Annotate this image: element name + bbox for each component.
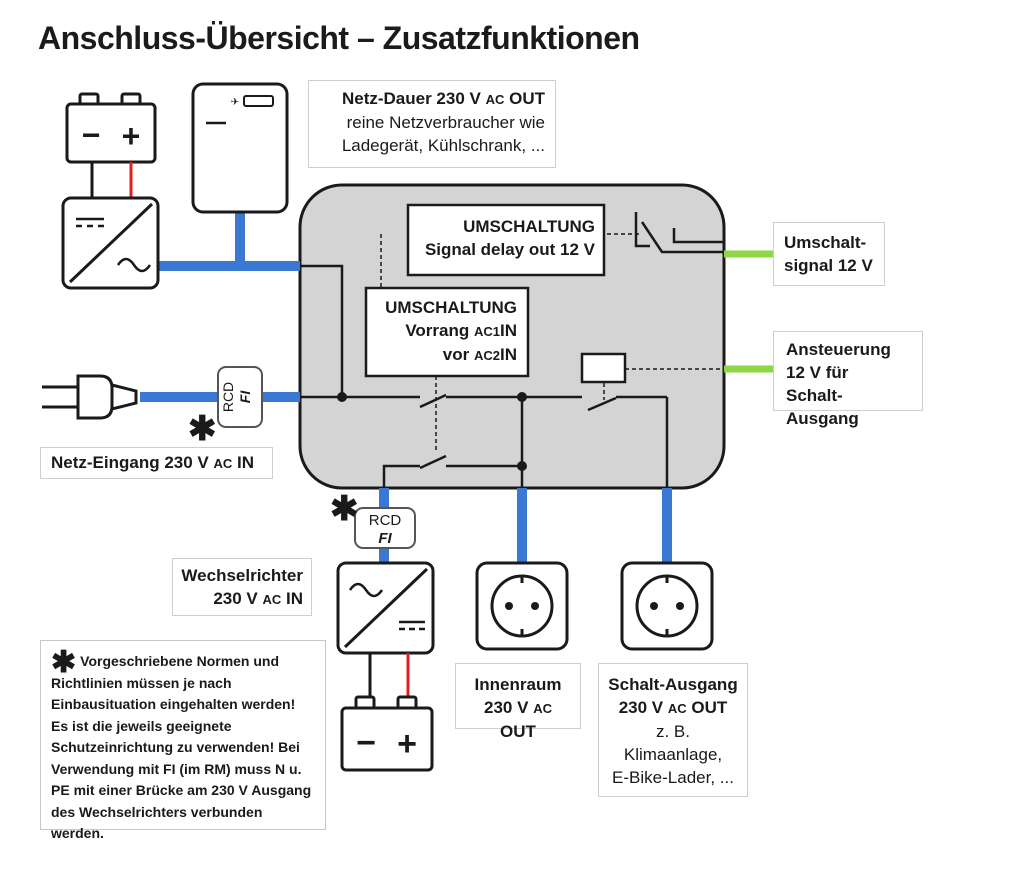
rcd-left [217, 366, 263, 428]
vorrang-box [364, 286, 530, 378]
svg-text:FI: FI [378, 530, 392, 547]
ac-wires [140, 210, 672, 563]
safety-note: ✱Vorgeschriebene Normen und Richtlinien … [40, 640, 326, 841]
inverter [336, 561, 435, 655]
relay-coil [580, 352, 627, 384]
page-title: Anschluss-Übersicht – Zusatzfunktionen [38, 20, 640, 56]
label-netz-eingang: Netz-Eingang 230 V AC IN [40, 447, 273, 479]
socket-innenraum-icon [475, 561, 569, 651]
battery-top-plus: + [122, 118, 141, 154]
asterisk-left: ✱ [188, 410, 217, 448]
label-schalt-ausgang: Schalt-Ausgang 230 V AC OUT z. B. Klimaa… [598, 663, 748, 797]
internal-circuit [300, 264, 669, 488]
battery-top-minus: − [82, 117, 101, 153]
mains-plug-icon [42, 374, 138, 420]
rcd-bottom [354, 507, 416, 549]
delay-relay-symbol [634, 212, 724, 254]
battery-bottom-plus: + [397, 725, 417, 763]
signal-delay-text: UMSCHALTUNG Signal delay out 12 V [424, 217, 595, 259]
socket-schalt-icon [620, 561, 714, 651]
label-wechselrichter: Wechselrichter 230 V AC IN [172, 558, 312, 616]
label-netz-dauer: Netz-Dauer 230 V AC OUT reine Netzverbra… [308, 80, 556, 168]
battery-bottom-minus: − [356, 724, 376, 762]
label-umschaltsignal: Umschalt- signal 12 V [773, 222, 885, 286]
plug-icon: ✈ [231, 97, 239, 108]
asterisk-bottom: ✱ [330, 490, 359, 528]
svg-text:RCD: RCD [369, 512, 402, 529]
svg-text:RCD: RCD [220, 382, 236, 412]
svg-text:FI: FI [237, 390, 253, 404]
signal-wires [724, 250, 773, 373]
battery-bottom [340, 695, 434, 772]
charger-converter-top [61, 196, 160, 290]
label-ansteuerung: Ansteuerung 12 V für Schalt-Ausgang [773, 331, 923, 428]
battery-top [65, 92, 157, 164]
vorrang-text: UMSCHALTUNG Vorrang AC1IN vor AC2IN [385, 298, 517, 364]
note-text: Vorgeschriebene Normen und Richtlinien m… [51, 653, 312, 841]
label-innenraum: Innenraum 230 V AC OUT [455, 663, 581, 741]
signal-delay-box [406, 203, 606, 277]
mains-consumer-device [191, 82, 289, 214]
